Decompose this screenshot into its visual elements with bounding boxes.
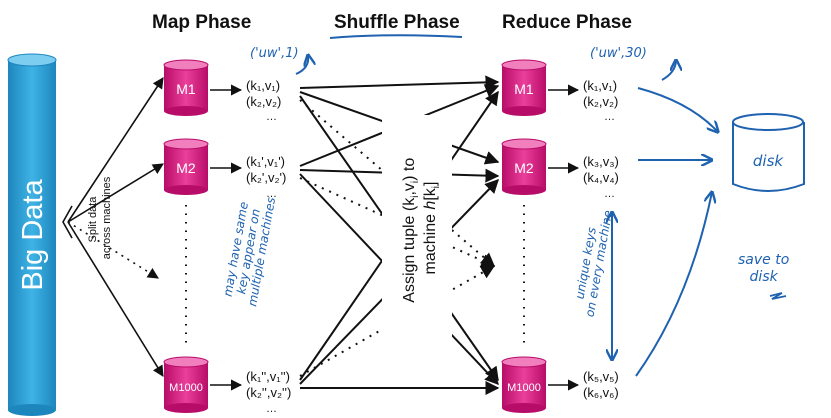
assign-sub-b: i	[410, 181, 421, 183]
map-output-m2-pair-2: (k₂',v₂')	[246, 170, 287, 185]
split-label: Split data across machines	[87, 176, 113, 259]
split-label-line-1: Split data	[87, 196, 99, 243]
reduce-output-m1: (k₁,v₁) (k₂,v₂)	[583, 78, 618, 110]
map-output-m1000: (k₁'',v₁'') (k₂'',v₂'')	[246, 369, 291, 401]
reduce-output-m1-ellipsis: …	[604, 111, 615, 123]
map-output-m2: (k₁',v₁') (k₂',v₂')	[246, 154, 286, 186]
reduce-output-m1000: (k₅,v₅) (k₆,v₆)	[583, 369, 619, 401]
reduce-phase-title: Reduce Phase	[502, 12, 632, 33]
reduce-output-m2-ellipsis: …	[604, 188, 615, 200]
map-output-m1000-pair-2: (k₂'',v₂'')	[246, 385, 292, 400]
assign-sub-a: i	[410, 196, 421, 198]
note-uw-1: ('uw',1)	[250, 46, 299, 61]
map-output-m2-ellipsis: …	[266, 188, 277, 200]
disk-label: disk	[753, 152, 785, 170]
shuffle-phase-title: Shuffle Phase	[334, 12, 460, 33]
assign-text-b: ,v	[401, 183, 418, 195]
map-machine-m1000-label: M1000	[169, 382, 203, 394]
map-machine-m2-label: M2	[176, 160, 196, 176]
reduce-machine-m2: M2	[501, 138, 547, 195]
assign-text-e: [k	[422, 187, 439, 200]
reduce-output-arrows	[548, 84, 580, 391]
map-output-arrows	[210, 84, 243, 391]
disk-cylinder: disk	[732, 113, 805, 192]
to-disk-arrows	[295, 55, 718, 377]
reduce-machine-m1-label: M1	[514, 81, 534, 97]
assign-text-f: ]	[422, 182, 439, 186]
note-unique-keys: unique keys on every machine	[570, 207, 615, 318]
big-data-label: Big Data	[17, 179, 49, 291]
map-machine-m2: M2	[163, 138, 209, 195]
map-output-m1-ellipsis: …	[266, 111, 277, 123]
map-output-m1000-ellipsis: …	[266, 403, 277, 415]
assign-text-a: Assign tuple (k	[401, 197, 418, 303]
assign-tuple-label: Assign tuple (ki,vi) to machine h[ki]	[401, 153, 442, 302]
assign-sub-c: i	[431, 186, 442, 188]
reduce-output-m1000-pair-1: (k₅,v₅)	[583, 369, 619, 384]
note-save-line-2: disk	[749, 269, 778, 285]
reduce-machine-m1: M1	[501, 59, 547, 116]
reduce-machine-m1000: M1000	[501, 356, 547, 413]
note-save-to-disk: save to disk	[738, 252, 789, 286]
reduce-output-m1-pair-1: (k₁,v₁)	[583, 78, 618, 93]
save-underline	[769, 292, 787, 300]
reduce-output-m2: (k₃,v₃) (k₄,v₄)	[583, 154, 619, 186]
map-machine-m1: M1	[163, 59, 209, 116]
map-output-m1: (k₁,v₁) (k₂,v₂)	[246, 78, 281, 110]
map-output-m1-pair-1: (k₁,v₁)	[246, 78, 281, 93]
assign-text-d: machine	[422, 210, 439, 275]
reduce-machine-m2-label: M2	[514, 160, 534, 176]
reduce-output-m1-pair-2: (k₂,v₂)	[583, 94, 619, 109]
map-output-m1-pair-2: (k₂,v₂)	[246, 94, 282, 109]
map-machine-m1000: M1000	[163, 356, 209, 413]
shuffle-underline	[329, 34, 463, 39]
split-arrows	[62, 77, 164, 377]
reduce-output-m1000-pair-2: (k₆,v₆)	[583, 385, 619, 400]
map-phase-title: Map Phase	[152, 12, 252, 33]
split-label-line-2: across machines	[101, 176, 113, 259]
assign-h: h	[422, 201, 439, 210]
reduce-output-m2-pair-2: (k₄,v₄)	[583, 170, 619, 185]
shuffle-dotted-arrows	[299, 99, 496, 377]
map-output-m1000-pair-1: (k₁'',v₁'')	[246, 369, 290, 384]
reduce-machine-m1000-label: M1000	[507, 382, 541, 394]
note-uw-30: ('uw',30)	[590, 46, 647, 61]
note-save-line-1: save to	[738, 252, 790, 268]
map-output-m2-pair-1: (k₁',v₁')	[246, 154, 286, 169]
map-machine-m1-label: M1	[176, 81, 196, 97]
big-data-cylinder: Big Data	[7, 53, 57, 416]
assign-text-c: ) to	[401, 158, 418, 181]
note-same-key: may have same key appear on multiple mac…	[220, 192, 279, 308]
reduce-output-m2-pair-1: (k₃,v₃)	[583, 154, 619, 169]
